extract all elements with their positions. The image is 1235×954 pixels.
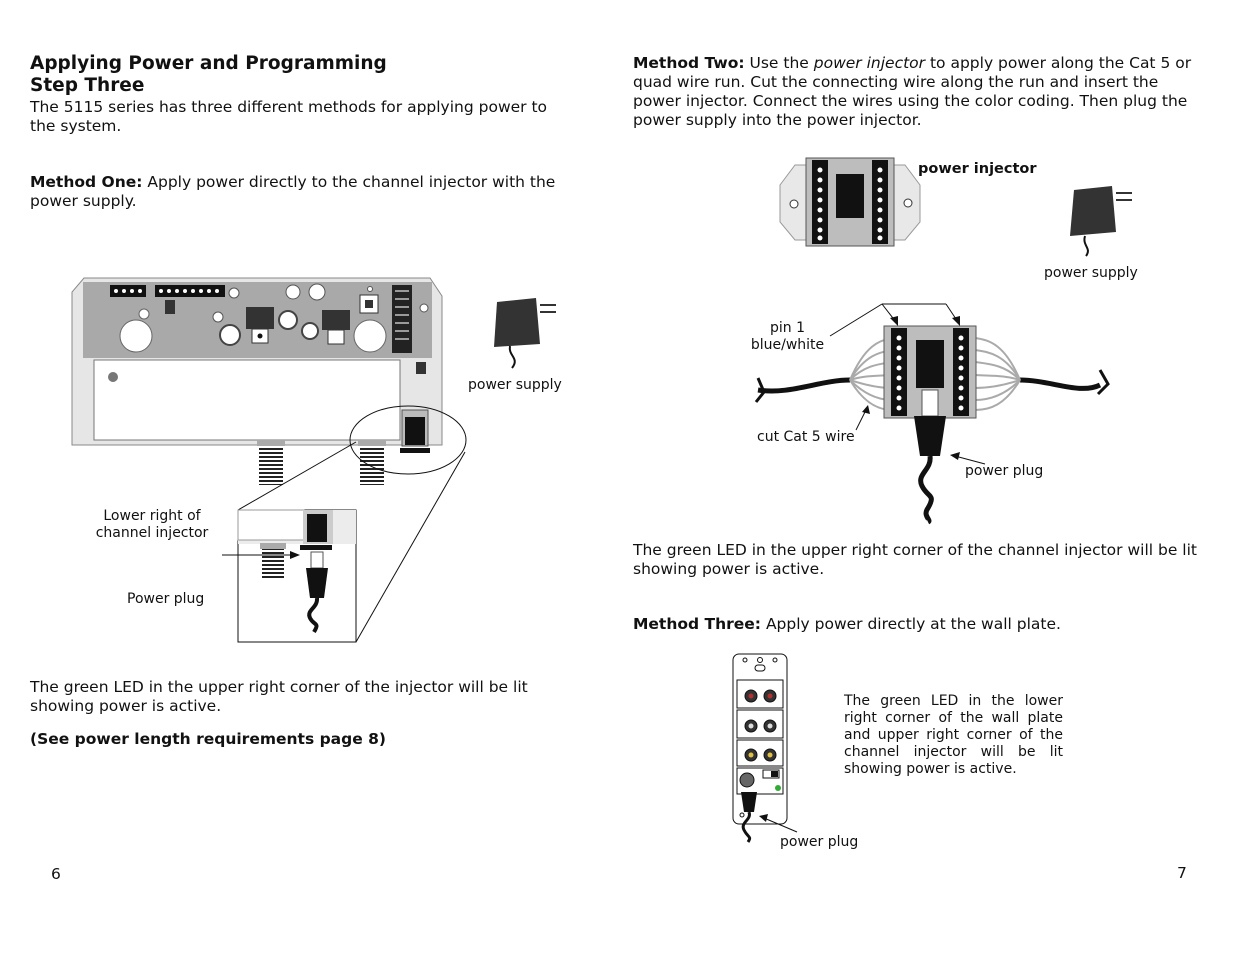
terminal-block-large xyxy=(155,285,225,297)
label-power-plug-right: power plug xyxy=(965,463,1044,479)
channel-injector-figure xyxy=(71,277,467,643)
wall-plate-figure xyxy=(732,653,798,843)
power-plug-inset xyxy=(222,509,357,643)
method-two-post: to apply power along the Cat 5 or quad w… xyxy=(633,54,1192,129)
method-three-label: Method Three: xyxy=(633,615,761,633)
see-power-length-note: (See power length requirements page 8) xyxy=(30,730,386,748)
label-pin1-line1: pin 1 xyxy=(769,320,805,336)
page-heading-line1: Applying Power and Programming xyxy=(30,53,387,74)
label-power-supply-right: power supply xyxy=(1044,265,1138,281)
label-power-plug-left: Power plug xyxy=(127,591,205,607)
label-lower-right-line2: channel injector xyxy=(95,525,209,541)
label-pin1-line2: blue/white xyxy=(750,337,825,353)
left-led-note: The green LED in the upper right corner … xyxy=(30,678,528,715)
method-two-label: Method Two: xyxy=(633,54,745,72)
method-two-paragraph: Method Two: Use the power injector to ap… xyxy=(633,54,1208,130)
method-three-paragraph: Method Three: Apply power directly at th… xyxy=(633,615,1208,634)
label-lower-right-line1: Lower right of xyxy=(103,508,201,524)
page-number-right: 7 xyxy=(1177,864,1187,882)
method-two-pre: Use the xyxy=(749,54,809,72)
method-one-paragraph: Method One: Apply power directly to the … xyxy=(30,173,600,211)
method-one-label: Method One: xyxy=(30,173,143,191)
chip xyxy=(392,285,412,353)
label-power-supply-left: power supply xyxy=(468,377,562,393)
label-power-plug-wallplate: power plug xyxy=(780,834,859,850)
method-one-text: Apply power directly to the channel inje… xyxy=(30,173,556,210)
terminal-block-small xyxy=(110,285,146,297)
right-led-note: The green LED in the upper right corner … xyxy=(633,541,1197,578)
page-heading-line2: Step Three xyxy=(30,75,145,96)
method-three-text: Apply power directly at the wall plate. xyxy=(765,615,1061,633)
label-lower-right-channel-injector: Lower right of channel injector xyxy=(82,508,222,542)
power-supply-icon-left xyxy=(494,298,556,369)
label-pin1: pin 1 blue/white xyxy=(735,320,840,354)
label-cut-cat5-wire: cut Cat 5 wire xyxy=(757,429,855,445)
label-power-injector: power injector xyxy=(918,161,1037,177)
cat5-wire-injector-figure xyxy=(754,303,1110,525)
wall-plate-note: The green LED in the lower right corner … xyxy=(844,693,1063,777)
power-supply-icon-right xyxy=(1070,186,1132,257)
intro-paragraph: The 5115 series has three different meth… xyxy=(30,98,548,135)
method-two-italic: power injector xyxy=(813,54,926,72)
power-injector-figure xyxy=(779,157,921,247)
page-number-left: 6 xyxy=(51,865,61,883)
